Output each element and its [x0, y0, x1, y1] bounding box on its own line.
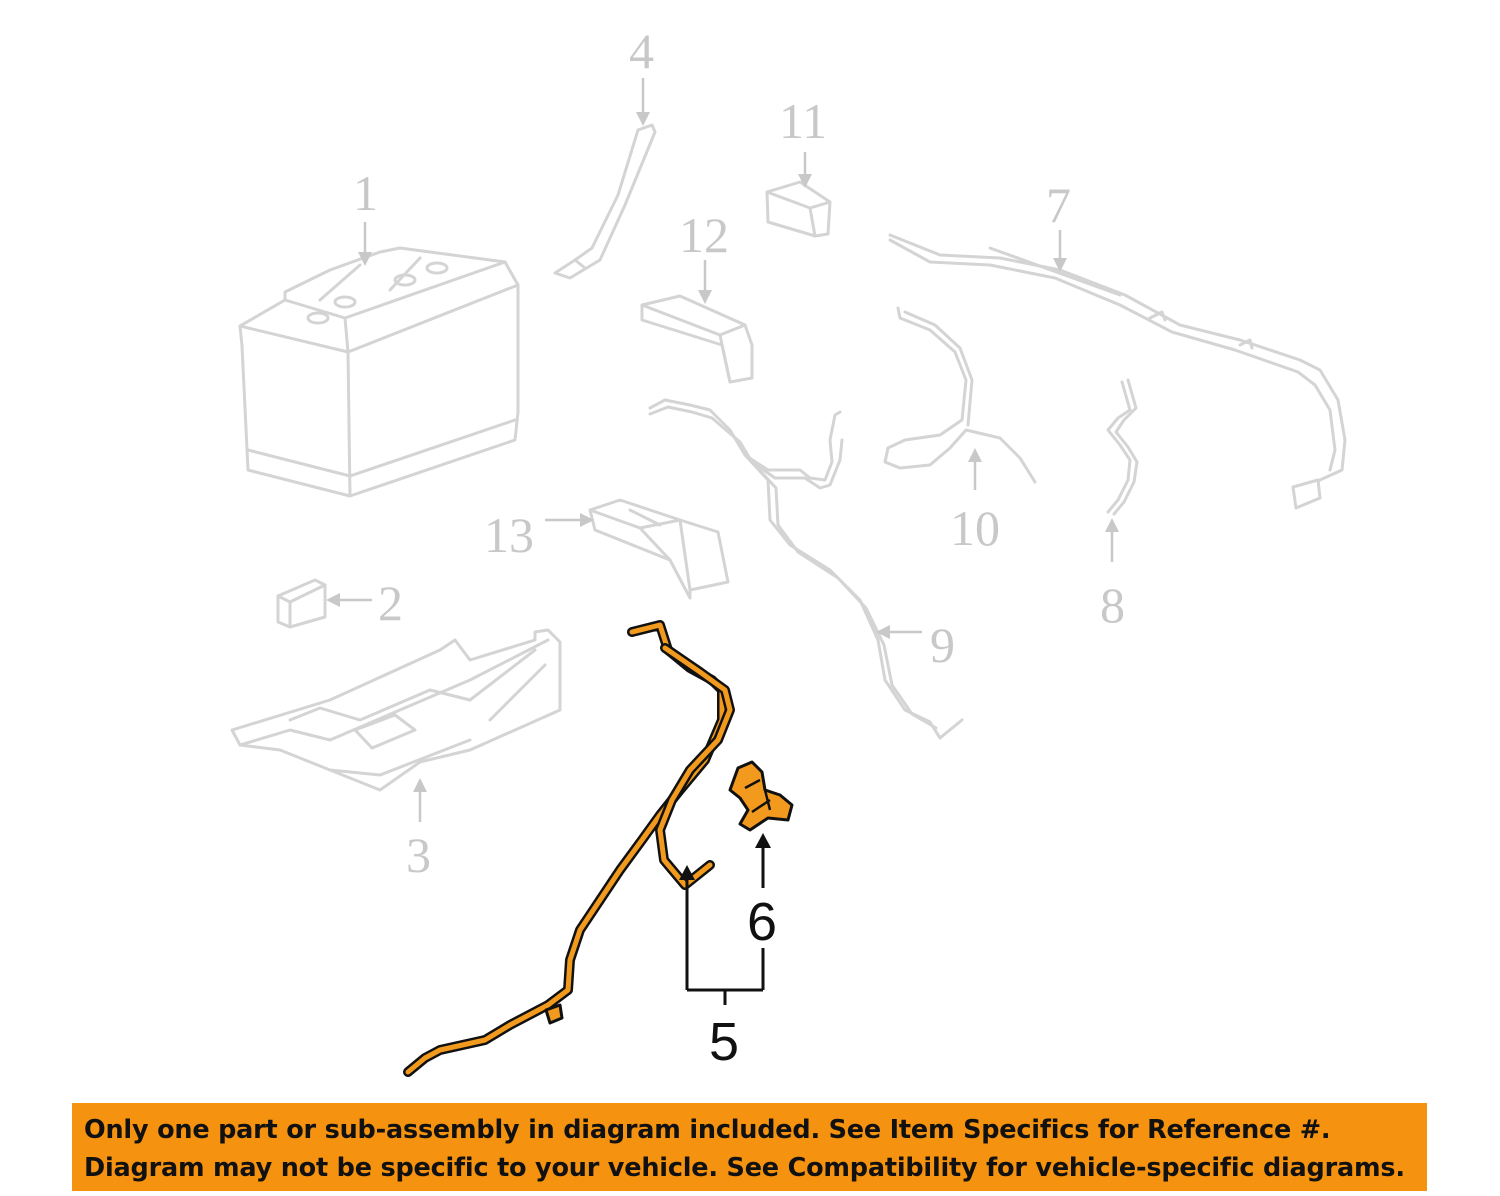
callout-8: 8: [1100, 577, 1125, 633]
callout-5: 5: [709, 1012, 739, 1072]
cable-part-9: [648, 398, 964, 740]
battery-part-1: [238, 246, 520, 498]
callout-9: 9: [930, 617, 955, 673]
disclaimer-line-1: Only one part or sub-assembly in diagram…: [84, 1115, 1331, 1145]
cable-part-10: [883, 306, 1037, 484]
callout-11: 11: [779, 93, 827, 149]
clip-part-6: [728, 760, 794, 832]
battery-cable-part-5: [403, 620, 735, 1077]
callout-13: 13: [484, 507, 534, 563]
battery-tray-part-3: [230, 628, 562, 792]
callout-4: 4: [629, 23, 654, 79]
cover-part-12: [640, 294, 754, 384]
block-part-2: [276, 578, 327, 629]
disclaimer-line-2: Diagram may not be specific to your vehi…: [84, 1153, 1405, 1183]
gray-leaders: [326, 78, 1119, 822]
fuse-part-11: [765, 180, 832, 238]
hold-down-strap-part-4: [553, 123, 657, 280]
bracket-part-8: [1106, 378, 1139, 516]
callout-6: 6: [747, 892, 777, 952]
callout-10: 10: [950, 500, 1000, 556]
wiring-harness-part-7: [888, 233, 1347, 510]
callout-1: 1: [353, 165, 378, 221]
callout-7: 7: [1046, 177, 1071, 233]
callout-2: 2: [378, 575, 403, 631]
cover-part-13: [588, 498, 730, 600]
black-leaders: [679, 833, 771, 1005]
disclaimer-banner: Only one part or sub-assembly in diagram…: [72, 1103, 1427, 1191]
gray-callouts: 1 4 11 12 7 13 2 3 9 10 8: [353, 23, 1125, 883]
callout-12: 12: [679, 207, 729, 263]
callout-3: 3: [406, 827, 431, 883]
